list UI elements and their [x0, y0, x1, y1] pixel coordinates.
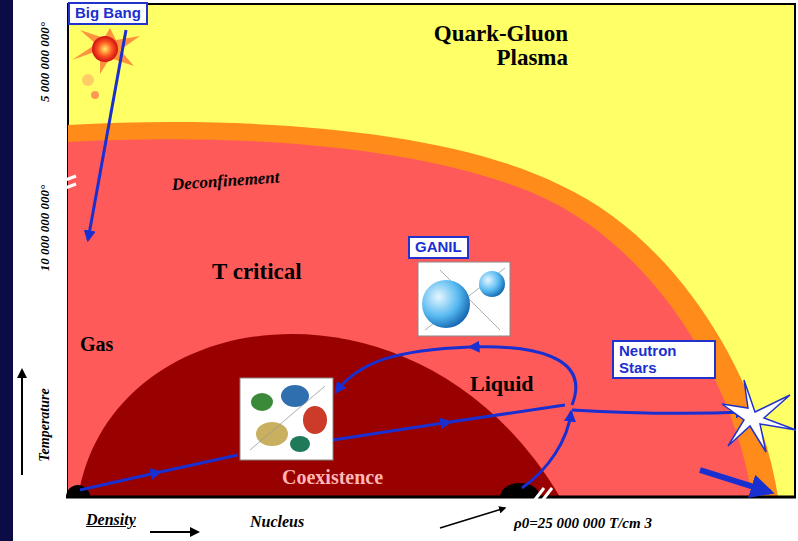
axis-break	[60, 176, 76, 182]
illustration-part	[82, 74, 94, 86]
facility-box: GANIL	[408, 236, 469, 259]
region-name: Quark-Gluon Plasma	[420, 22, 568, 70]
illustration-part	[72, 28, 140, 74]
axis-mark: Nucleus	[250, 514, 304, 531]
axis-tick: 10 000 000 000°	[38, 185, 52, 271]
trajectories	[80, 30, 770, 492]
illustration-part	[240, 378, 333, 460]
object-box: Neutron Stars	[612, 340, 716, 379]
illustration-part	[418, 262, 510, 336]
phase-name: Liquid	[470, 372, 534, 395]
event-box: Big Bang	[68, 2, 148, 25]
neutron-star-arrow	[700, 470, 770, 492]
liquid-path	[450, 405, 565, 422]
axis-title: Temperature	[38, 388, 53, 461]
collision-inset	[418, 262, 510, 336]
ganil-loop	[470, 347, 576, 405]
nucleus-leader	[440, 508, 505, 528]
illustration-part	[422, 280, 470, 328]
hadron-region	[68, 139, 752, 497]
axis-break	[538, 488, 552, 506]
box-label: Neutron Stars	[619, 343, 709, 376]
nucleus-path	[522, 412, 571, 488]
phase-name: Gas	[80, 334, 113, 355]
neutron-star-path	[572, 410, 745, 413]
deconfinement-band	[68, 122, 778, 497]
gas-path	[160, 455, 238, 472]
liquid-path	[333, 422, 450, 440]
box-label: Big Bang	[75, 5, 141, 22]
left-border	[0, 0, 13, 541]
illustration-part	[91, 91, 99, 99]
fragments-inset	[240, 378, 333, 460]
ganil-loop	[336, 347, 470, 392]
critical-label: T critical	[212, 260, 302, 284]
illustration-part	[251, 393, 273, 411]
gas-point	[66, 485, 90, 497]
box-label: GANIL	[415, 239, 462, 256]
big-bang-path	[88, 30, 126, 240]
neutron-star-burst	[722, 380, 796, 452]
illustration-part	[92, 36, 118, 62]
illustration-part	[479, 271, 505, 297]
region-name: Coexistence	[282, 467, 383, 488]
density-value: ρ0=25 000 000 T/cm 3	[514, 516, 652, 532]
big-bang-burst	[72, 28, 140, 99]
illustration-part	[290, 436, 310, 452]
qgp-region	[68, 4, 795, 497]
illustration-part	[250, 386, 325, 450]
temperature-arrow	[21, 370, 23, 475]
illustration-part	[256, 422, 288, 446]
gas-path	[80, 472, 160, 490]
axis-title: Density	[86, 512, 136, 529]
density-arrow	[150, 531, 198, 533]
nucleus-point	[500, 483, 540, 497]
illustration-part	[303, 406, 327, 434]
axis-break	[60, 184, 76, 190]
axis-tick: 5 000 000 000°	[38, 22, 52, 102]
density-axis	[66, 496, 796, 499]
